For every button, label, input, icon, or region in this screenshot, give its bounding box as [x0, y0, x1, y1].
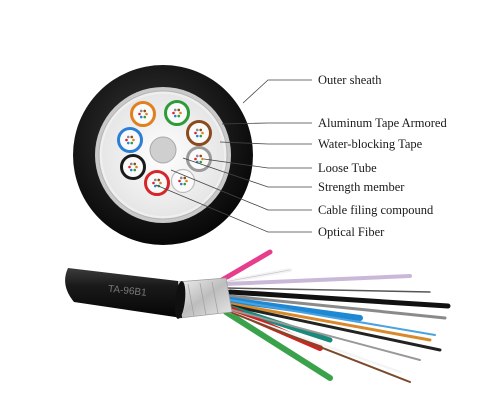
optical-fiber-dot: [139, 115, 143, 119]
fiber-white-1-edge: [223, 269, 291, 283]
optical-fiber-dot: [129, 168, 133, 172]
fiber-dark-1: [225, 287, 431, 293]
optical-fiber-dot: [143, 109, 147, 113]
optical-fiber-dot: [126, 141, 130, 145]
optical-fiber-dot: [199, 134, 203, 138]
optical-fiber-dot: [199, 160, 203, 164]
leader-water-blocking: [219, 141, 312, 145]
optical-fiber-dot: [173, 108, 177, 112]
optical-fiber-dot: [125, 138, 128, 142]
optical-fiber-dot: [195, 154, 199, 158]
label-loose-tube: Loose Tube: [318, 161, 377, 175]
optical-fiber-dot: [179, 111, 182, 115]
label-water-blocking-tape: Water-blocking Tape: [318, 137, 423, 151]
strength-member: [149, 136, 177, 164]
optical-fiber-dot: [194, 157, 197, 161]
leader-aluminum-tape: [221, 122, 312, 125]
leader-outer-sheath: [242, 79, 312, 104]
loose-tube-blue: [117, 127, 143, 153]
fiber-brown: [229, 311, 411, 383]
fiber-bundle: [219, 249, 451, 383]
optical-fiber-dot: [194, 131, 197, 135]
fiber-black-tube: [227, 289, 451, 309]
optical-fiber-dot: [159, 181, 162, 185]
fiber-blue-thin: [229, 299, 436, 336]
fiber-lavender: [224, 274, 412, 286]
foil-wrap-lines: [187, 281, 219, 317]
loose-tube-green: [164, 100, 190, 126]
optical-fiber-dot: [199, 128, 203, 132]
fiber-pink: [219, 249, 273, 283]
optical-fiber-dot: [183, 176, 187, 180]
optical-fiber-dot: [201, 131, 204, 135]
optical-fiber-dot: [157, 178, 161, 182]
optical-fiber-dot: [173, 114, 177, 118]
optical-fiber-dot: [177, 108, 181, 112]
loose-tubes: [117, 100, 212, 196]
optical-fiber-dot: [185, 179, 188, 183]
fiber-black-2: [230, 304, 442, 352]
label-filling-compound: Cable filing compound: [318, 203, 434, 217]
fiber-orange: [230, 302, 432, 342]
optical-fiber-dot: [133, 168, 137, 172]
fiber-grey-2: [231, 309, 421, 361]
loose-tube-brown: [186, 120, 212, 146]
optical-fiber-dot: [130, 135, 134, 139]
optical-fiber-dot: [139, 109, 143, 113]
loose-tube-orange: [130, 101, 156, 127]
optical-fiber-dot: [172, 111, 175, 115]
cable-sheath-body: [65, 268, 182, 318]
optical-fiber-dot: [195, 134, 199, 138]
optical-fiber-dot: [179, 176, 183, 180]
leader-optical-fiber: [155, 184, 312, 233]
optical-fiber-dot: [201, 157, 204, 161]
optical-fiber-dot: [183, 182, 187, 186]
loose-tube-red: [144, 170, 170, 196]
cable-cut-end: [174, 281, 186, 319]
optical-fiber-dot: [143, 115, 147, 119]
optical-fiber-dot: [152, 181, 155, 185]
label-outer-sheath: Outer sheath: [318, 73, 382, 87]
loose-tube-grey: [186, 146, 212, 172]
optical-fiber-dot: [138, 112, 141, 116]
optical-fiber-dot: [126, 135, 130, 139]
label-aluminum-tape: Aluminum Tape Armored: [318, 116, 447, 130]
optical-fiber-dot: [179, 182, 183, 186]
loose-tube-black: [120, 154, 146, 180]
optical-fiber-dot: [199, 154, 203, 158]
label-strength-member: Strength member: [318, 180, 405, 194]
optical-fiber-dot: [133, 162, 137, 166]
fiber-green: [223, 309, 333, 381]
loose-tube-white: [170, 168, 196, 194]
optical-fiber-dot: [129, 162, 133, 166]
cable-marking: TA-96B1: [107, 284, 147, 299]
leader-loose-tube: [203, 158, 312, 169]
optical-fiber-dot: [153, 178, 157, 182]
leader-strength-member: [182, 157, 312, 188]
fiber-grey: [228, 294, 447, 320]
optical-fiber-dot: [178, 179, 181, 183]
leader-filling-compound: [170, 169, 312, 211]
leader-lines: [155, 79, 312, 233]
optical-fiber-dot: [195, 128, 199, 132]
optical-fiber-dot: [130, 141, 134, 145]
cable-side-view: TA-96B1: [65, 249, 451, 383]
label-optical-fiber: Optical Fiber: [318, 225, 385, 239]
optical-fiber-dot: [135, 165, 138, 169]
cross-section: [73, 65, 253, 245]
optical-fiber-dot: [132, 138, 135, 142]
optical-fiber-dot: [177, 114, 181, 118]
optical-fiber-dot: [128, 165, 131, 169]
optical-fiber-dot: [145, 112, 148, 116]
